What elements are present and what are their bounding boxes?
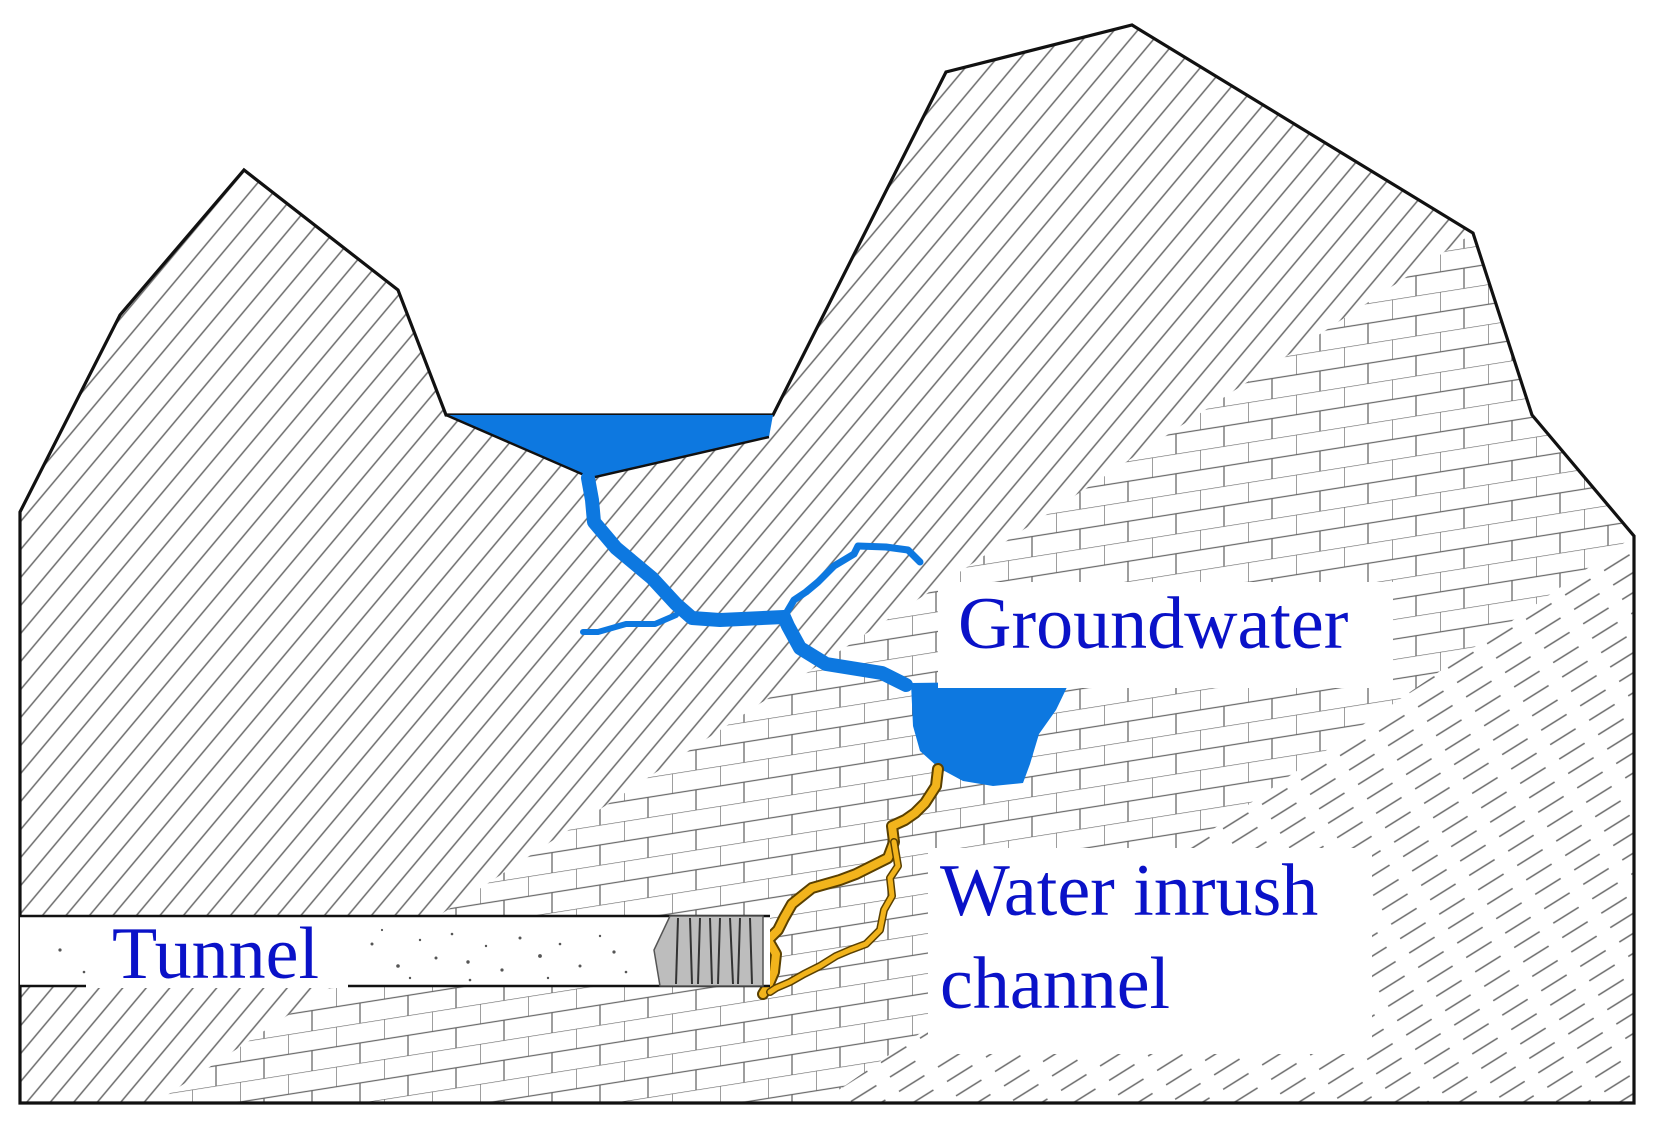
tunnel-label-box [86,918,348,988]
tunnel [20,914,770,988]
water-inrush-label-line2: channel [940,943,1170,1025]
tunnel-lining-speckle [58,928,628,982]
groundwater-label: Groundwater [958,583,1348,665]
water-inrush-channel [757,763,944,1000]
inrush-label-box [928,848,1372,1054]
surface-water [446,415,773,478]
conduit-branch-left [580,612,679,635]
conduit-branch-upper [780,542,924,621]
karst-conduits [580,471,924,692]
water-inrush-label-line1: Water inrush [940,850,1318,932]
mountain-outline [18,23,1636,1105]
groundwater-cavity [911,681,1070,786]
tunnel-face [653,915,764,987]
groundwater-label-box [938,582,1393,688]
tunnel-face-fractures [675,917,753,985]
tunnel-label: Tunnel [112,913,319,995]
main-conduit [581,471,913,692]
